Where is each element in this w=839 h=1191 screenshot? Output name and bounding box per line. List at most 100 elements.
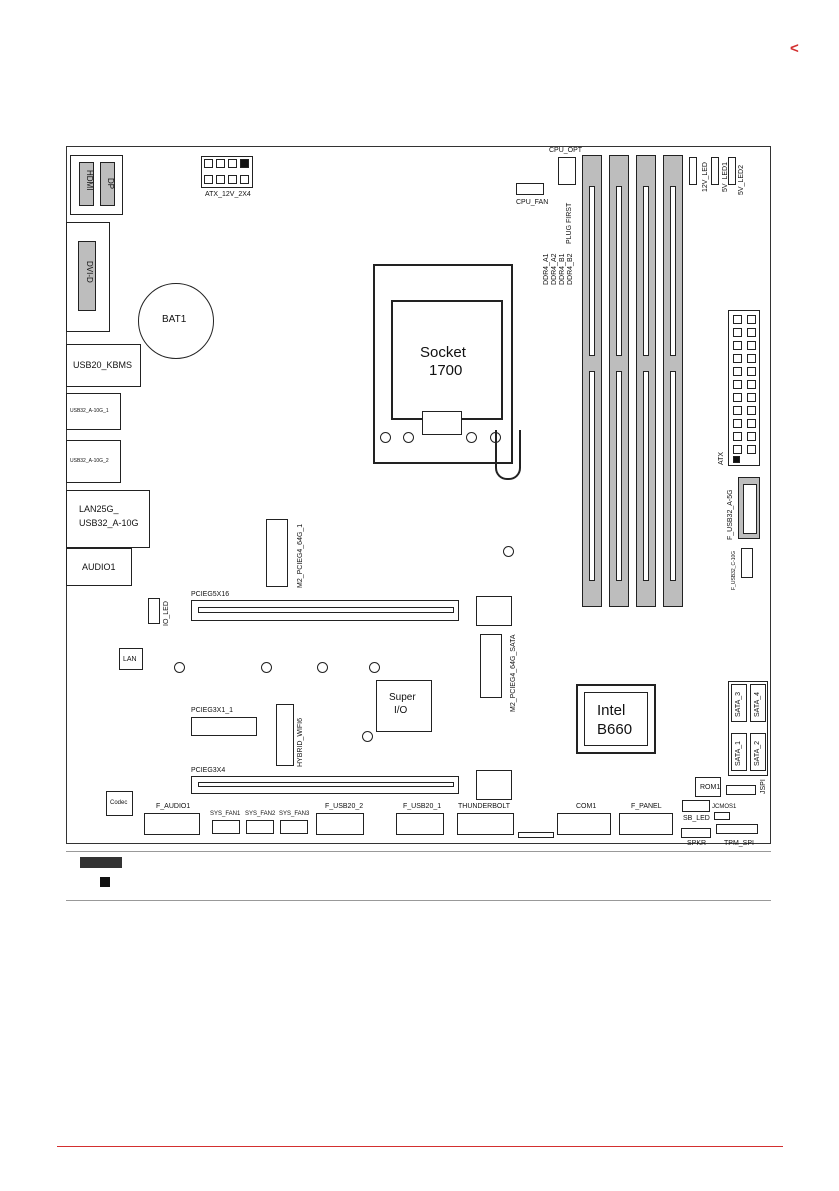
sata3-label: SATA_3 xyxy=(735,691,742,717)
socket-latch xyxy=(422,411,462,435)
jspi-label: JSPI xyxy=(760,779,767,794)
super-io-chip xyxy=(376,680,432,732)
io-led-label: IO_LED xyxy=(163,601,170,626)
f-usb32-a5g-label: F_USB32_A-5G xyxy=(727,489,734,540)
chipset-label-2: B660 xyxy=(597,721,633,738)
dimm-b2-label: DDR4_B2 xyxy=(567,253,574,285)
pcie-x16-slot xyxy=(191,600,459,621)
chipset-label-1: Intel xyxy=(597,702,626,719)
footer-line xyxy=(57,1146,783,1147)
io-led-header xyxy=(148,598,160,624)
rom1-chip xyxy=(695,777,721,797)
bat1-label: BAT1 xyxy=(162,314,187,325)
plug-first-label: PLUG FIRST xyxy=(566,202,573,244)
super-io-label-1: Super xyxy=(389,692,416,703)
dvid-label: DVI-D xyxy=(85,261,94,283)
socket-label-1: Socket xyxy=(420,344,466,361)
rom1-label: ROM1 xyxy=(700,784,721,791)
pcie16-label: PCIEG5X16 xyxy=(191,591,230,598)
cpu-fan-label: CPU_FAN xyxy=(516,199,549,206)
cpu-opt-label: CPU_OPT xyxy=(549,147,583,154)
com1-label: COM1 xyxy=(576,803,597,810)
hdmi-dp-port-block: HDMI DP xyxy=(70,155,123,215)
dimm-a2-label: DDR4_A2 xyxy=(551,253,558,285)
tpm-spi-header xyxy=(716,824,758,834)
dvid-port-block: DVI-D xyxy=(66,222,110,332)
cpu-fan-header xyxy=(516,183,544,195)
pcie4-latch xyxy=(476,770,512,800)
lan-usb-port: LAN25G_ USB32_A-10G xyxy=(66,490,150,548)
dp-label: DP xyxy=(106,178,115,190)
sys-fan1-header xyxy=(212,820,240,834)
usb32-2-label: USB32_A-10G_2 xyxy=(70,458,109,464)
back-chevron-icon[interactable]: < xyxy=(790,40,799,57)
dimm-a1-label: DDR4_A1 xyxy=(543,253,550,285)
hdmi-label: HDMI xyxy=(85,170,94,191)
sys-fan2-header xyxy=(246,820,274,834)
usb20-kbms-label: USB20_KBMS xyxy=(73,360,133,370)
f-usb32-c10g-label: F_USB32_C-10G xyxy=(731,550,737,590)
dimm-slot-b2 xyxy=(663,155,683,607)
hybrid-wifi-slot xyxy=(276,704,294,766)
atx-24pin-connector xyxy=(728,310,760,466)
dimm-slot-b1 xyxy=(636,155,656,607)
thunderbolt-header xyxy=(457,813,514,835)
usb20-kbms-port: USB20_KBMS xyxy=(66,344,141,387)
legend-square-icon xyxy=(100,877,110,887)
jcmos1-label: JCMOS1 xyxy=(712,804,737,810)
f-audio1-header xyxy=(144,813,200,835)
m2-slot-1 xyxy=(266,519,288,587)
jspi-header xyxy=(726,785,756,795)
lan-chip-label: LAN xyxy=(123,656,137,663)
dimm-slot-a1 xyxy=(582,155,602,607)
mount-hole xyxy=(503,546,514,557)
pcie-x4-slot xyxy=(191,776,459,794)
pcie-x1-slot xyxy=(191,717,257,736)
atx12v-label: ATX_12V_2X4 xyxy=(205,191,251,198)
super-io-label-2: I/O xyxy=(394,705,408,716)
pcie1-label: PCIEG3X1_1 xyxy=(191,707,234,714)
atx-label: ATX xyxy=(718,451,725,465)
led-12v-label: 12V_LED xyxy=(702,162,709,192)
atx12v-connector xyxy=(201,156,253,188)
usb32-1-label: USB32_A-10G_1 xyxy=(70,408,109,414)
f-usb32-c10g-header xyxy=(741,548,753,578)
sb-led-label: SB_LED xyxy=(683,815,710,822)
resistor-row xyxy=(518,832,554,838)
sb-led-header xyxy=(682,800,710,812)
lan-chip xyxy=(119,648,143,670)
sys-fan3-label: SYS_FAN3 xyxy=(279,811,310,817)
sys-fan3-header xyxy=(280,820,308,834)
pcie4-label: PCIEG3X4 xyxy=(191,767,226,774)
com1-header xyxy=(557,813,611,835)
dimm-slot-a2 xyxy=(609,155,629,607)
sata4-label: SATA_4 xyxy=(754,691,761,717)
socket-lever xyxy=(495,430,521,480)
codec-chip xyxy=(106,791,133,816)
sata1-label: SATA_1 xyxy=(735,740,742,766)
f-usb32-a5g-header xyxy=(738,477,760,539)
tpm-spi-label: TPM_SPI xyxy=(724,840,754,847)
sata2-label: SATA_2 xyxy=(754,740,761,766)
usb32-port-2: USB32_A-10G_2 xyxy=(66,440,121,483)
m2-sata-slot xyxy=(480,634,502,698)
socket-label-2: 1700 xyxy=(429,362,463,379)
f-audio1-label: F_AUDIO1 xyxy=(156,803,191,810)
m2-sata-label: M2_PCIEG4_64G_SATA xyxy=(510,634,517,712)
cpu-opt-header xyxy=(558,157,576,185)
legend-divider-bottom xyxy=(66,900,771,901)
legend-tag xyxy=(80,857,122,868)
f-panel-header xyxy=(619,813,673,835)
sys-fan1-label: SYS_FAN1 xyxy=(210,811,241,817)
spkr-header xyxy=(681,828,711,838)
usb32-port-1: USB32_A-10G_1 xyxy=(66,393,121,430)
led-5v2-label: 5V_LED2 xyxy=(738,165,745,195)
jcmos1-header xyxy=(714,812,730,820)
dimm-b1-label: DDR4_B1 xyxy=(559,253,566,285)
battery-bat1 xyxy=(138,283,214,359)
audio1-port: AUDIO1 xyxy=(66,548,132,586)
pcie16-latch xyxy=(476,596,512,626)
lan-label-1: LAN25G_ xyxy=(79,504,119,514)
audio1-label: AUDIO1 xyxy=(82,562,116,572)
f-usb20-1-label: F_USB20_1 xyxy=(403,803,442,810)
